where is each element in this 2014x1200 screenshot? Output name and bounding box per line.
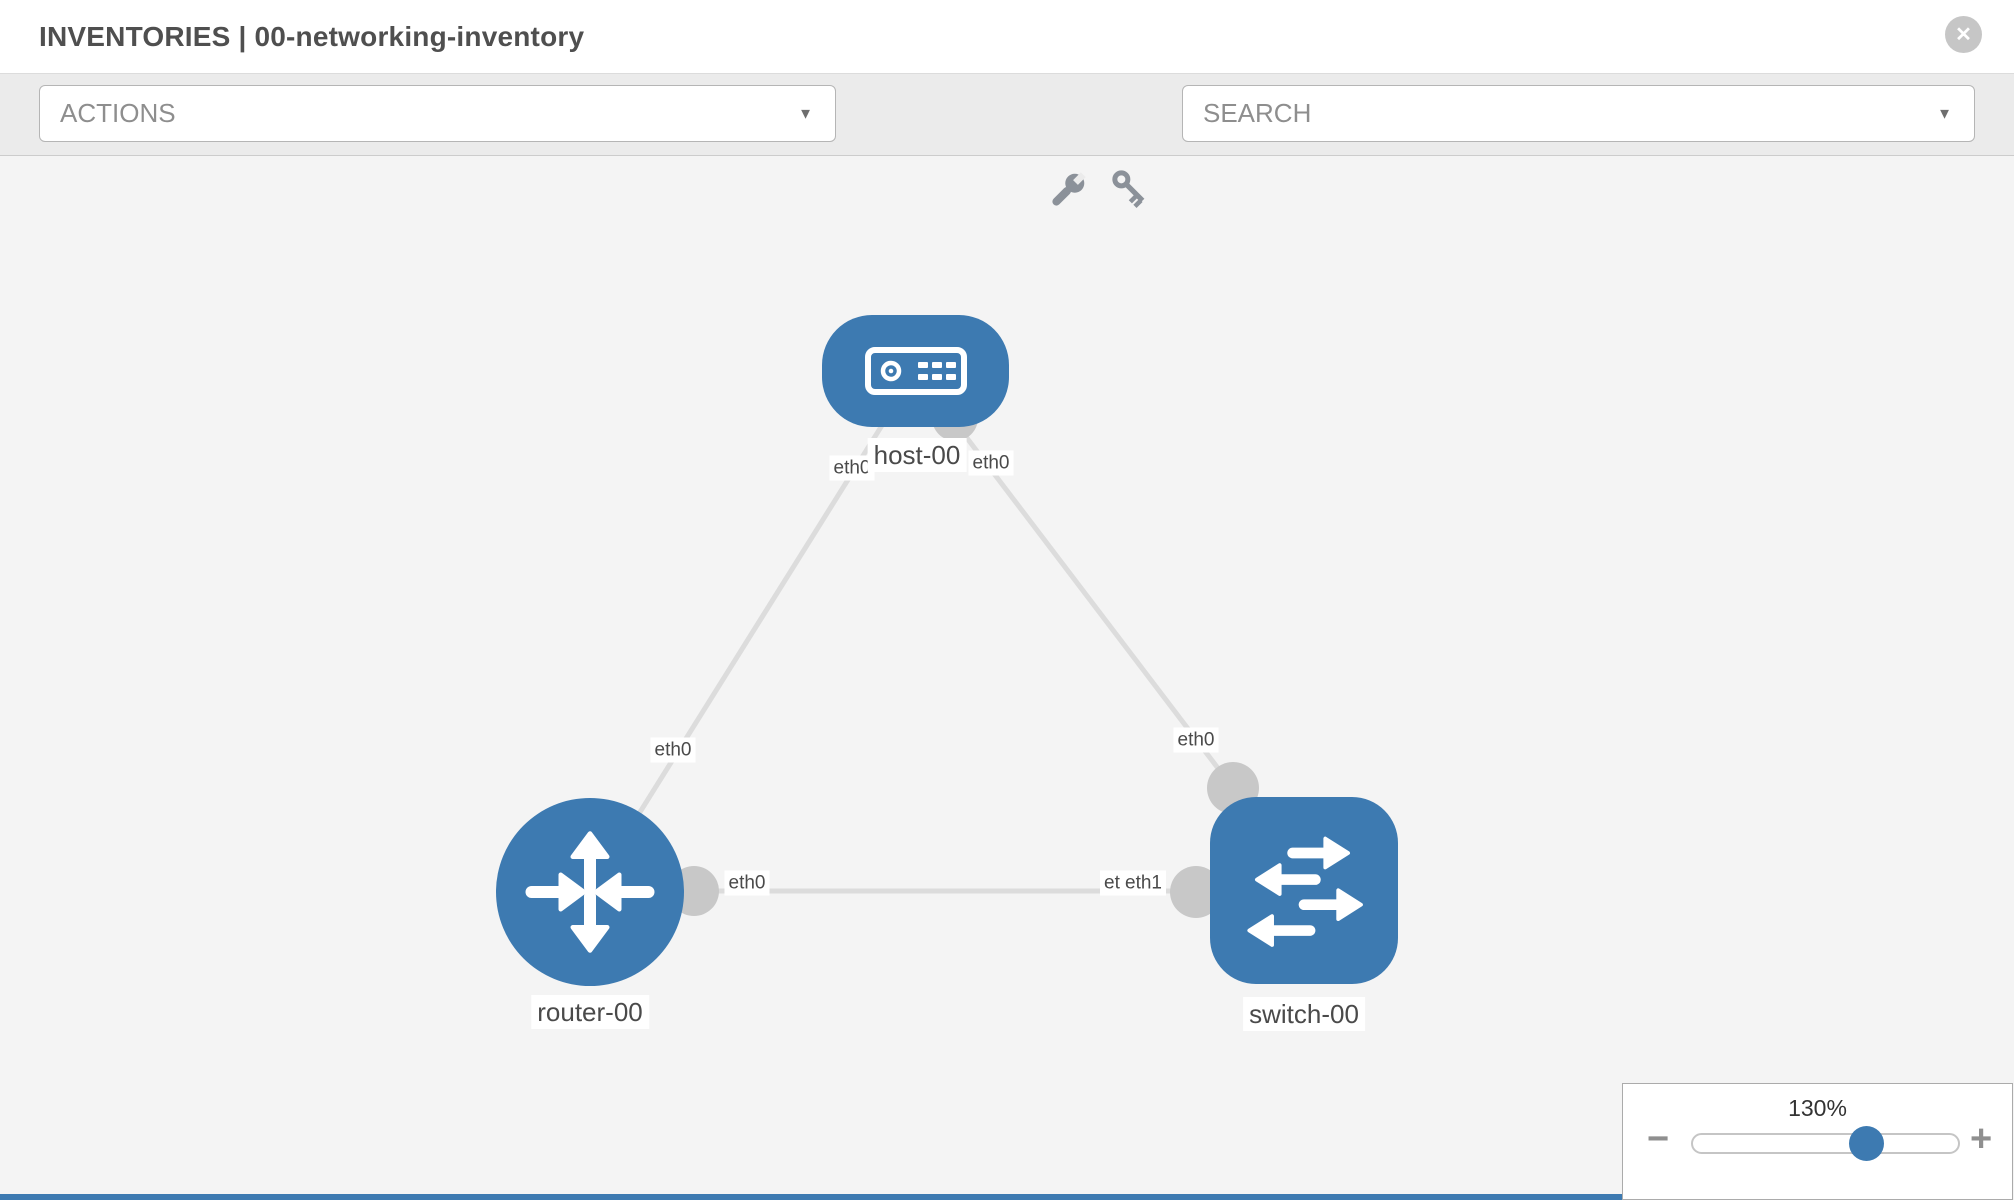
- interface-label: eth1: [1121, 870, 1166, 896]
- zoom-out-button[interactable]: −: [1647, 1118, 1670, 1160]
- close-icon[interactable]: ✕: [1945, 16, 1982, 53]
- interface-label: eth0: [968, 450, 1014, 476]
- zoom-control-panel: 130% − +: [1622, 1083, 2013, 1200]
- key-icon[interactable]: [1110, 170, 1150, 210]
- chevron-down-icon: ▼: [1937, 105, 1952, 122]
- search-dropdown[interactable]: SEARCH ▼: [1182, 85, 1975, 142]
- zoom-percentage: 130%: [1788, 1095, 1847, 1121]
- node-label-router-00: router-00: [531, 995, 649, 1029]
- actions-dropdown-label: ACTIONS: [60, 98, 176, 128]
- switch-arrows-icon: [1247, 836, 1363, 947]
- router-arrows-icon: [525, 831, 655, 953]
- server-icon: [864, 347, 967, 395]
- toolbar: ACTIONS ▼ SEARCH ▼: [0, 74, 2014, 208]
- wrench-icon[interactable]: [1046, 168, 1088, 210]
- node-switch-00[interactable]: [1210, 797, 1398, 984]
- actions-dropdown[interactable]: ACTIONS ▼: [39, 85, 836, 142]
- bottom-accent-bar: [0, 1194, 1625, 1200]
- header-bar: INVENTORIES | 00-networking-inventory ✕: [0, 0, 2014, 74]
- node-label-switch-00: switch-00: [1243, 997, 1365, 1031]
- interface-label: eth0: [724, 870, 770, 896]
- page-title: INVENTORIES | 00-networking-inventory: [39, 20, 585, 52]
- interface-label: eth0: [1173, 727, 1219, 753]
- interface-label: eth0: [650, 737, 696, 763]
- zoom-slider-track[interactable]: [1691, 1126, 1960, 1161]
- search-placeholder: SEARCH: [1203, 98, 1312, 128]
- node-label-host-00: host-00: [867, 438, 967, 472]
- zoom-in-button[interactable]: +: [1970, 1118, 1993, 1160]
- chevron-down-icon: ▼: [798, 105, 813, 122]
- topology-canvas[interactable]: [0, 156, 2014, 1200]
- node-router-00[interactable]: [496, 798, 684, 986]
- node-host-00[interactable]: [822, 315, 1009, 427]
- zoom-slider-thumb[interactable]: [1849, 1126, 1884, 1161]
